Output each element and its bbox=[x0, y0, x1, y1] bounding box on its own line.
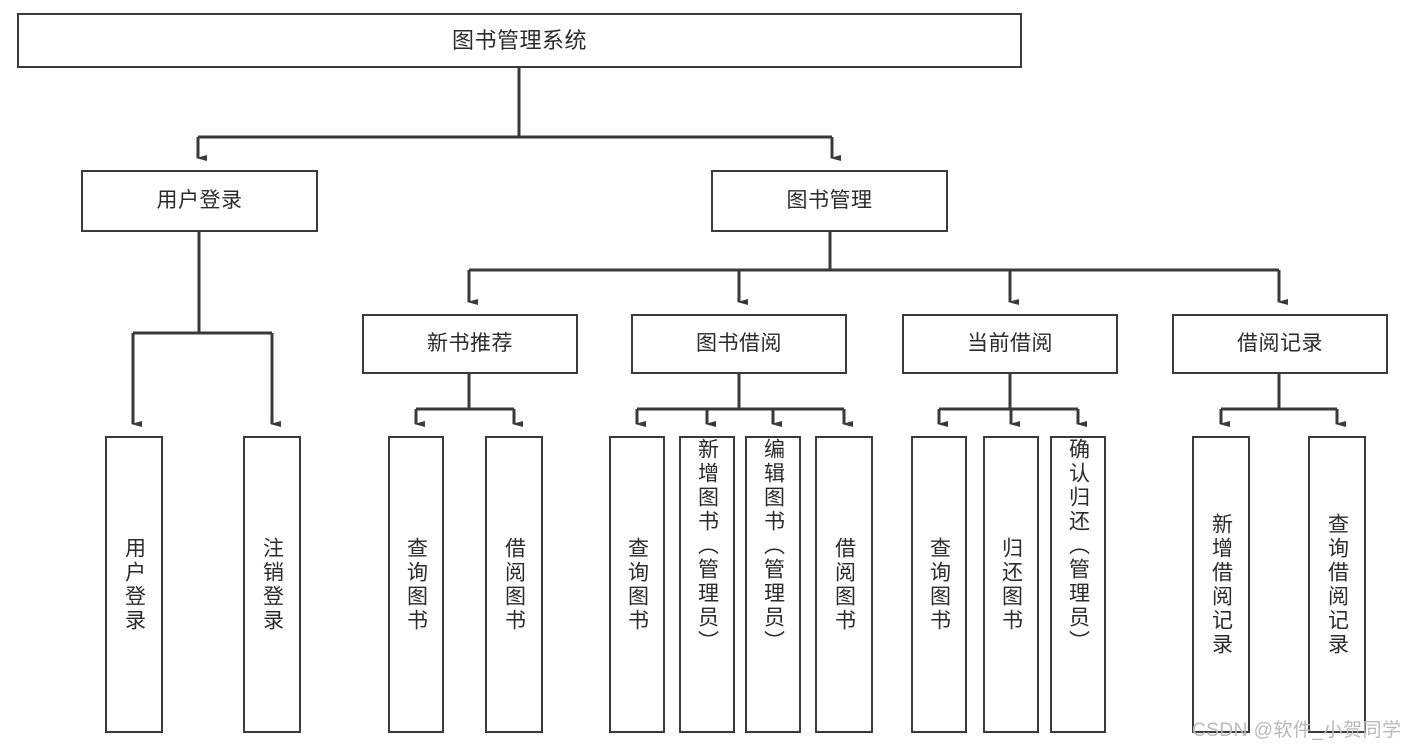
leaf-edit-book-admin-wrap: 编辑图书（管理员） bbox=[747, 438, 799, 731]
leaf-add-borrow-record-label: 新增借阅记录 bbox=[1209, 512, 1233, 657]
node-current-borrow-label: 当前借阅 bbox=[967, 331, 1053, 355]
node-new-book-recommend-label: 新书推荐 bbox=[427, 331, 513, 355]
csdn-watermark: CSDN @软件_小贺同学 bbox=[1192, 720, 1402, 741]
leaf-return-books-label: 归还图书 bbox=[999, 536, 1023, 633]
leaf-user-login-label: 用户登录 bbox=[122, 536, 146, 633]
node-book-management-label: 图书管理 bbox=[786, 188, 873, 212]
leaf-query-books-new-wrap: 查询图书 bbox=[390, 438, 442, 731]
node-current-borrow[interactable]: 当前借阅 bbox=[902, 314, 1118, 374]
node-borrow-records-label: 借阅记录 bbox=[1237, 331, 1323, 355]
node-user-login[interactable]: 用户登录 bbox=[81, 170, 318, 232]
leaf-borrow-books-new[interactable]: 借阅图书 bbox=[485, 436, 543, 733]
leaf-confirm-return-admin-label: 确认归还（管理员） bbox=[1066, 438, 1090, 654]
leaf-query-books-current-wrap: 查询图书 bbox=[913, 438, 965, 731]
leaf-user-login-wrap: 用户登录 bbox=[107, 438, 161, 731]
leaf-logout-label: 注销登录 bbox=[260, 536, 284, 633]
node-borrow-records[interactable]: 借阅记录 bbox=[1172, 314, 1388, 374]
node-book-borrow-label: 图书借阅 bbox=[696, 331, 782, 355]
node-root-label: 图书管理系统 bbox=[451, 27, 587, 53]
leaf-borrow-books-label: 借阅图书 bbox=[832, 536, 856, 633]
leaf-add-book-admin[interactable]: 新增图书（管理员） bbox=[679, 436, 735, 733]
leaf-query-borrow-record-wrap: 查询借阅记录 bbox=[1310, 438, 1364, 731]
leaf-return-books[interactable]: 归还图书 bbox=[983, 436, 1039, 733]
node-book-borrow[interactable]: 图书借阅 bbox=[631, 314, 847, 374]
leaf-borrow-books-new-wrap: 借阅图书 bbox=[487, 438, 541, 731]
leaf-query-books-current-label: 查询图书 bbox=[927, 536, 951, 633]
node-root[interactable]: 图书管理系统 bbox=[17, 13, 1022, 68]
leaf-edit-book-admin-label: 编辑图书（管理员） bbox=[761, 438, 785, 654]
leaf-add-borrow-record[interactable]: 新增借阅记录 bbox=[1192, 436, 1250, 733]
leaf-borrow-books-new-label: 借阅图书 bbox=[502, 536, 526, 633]
leaf-borrow-books-wrap: 借阅图书 bbox=[817, 438, 871, 731]
leaf-borrow-books[interactable]: 借阅图书 bbox=[815, 436, 873, 733]
leaf-logout-wrap: 注销登录 bbox=[245, 438, 299, 731]
leaf-query-books-borrow-label: 查询图书 bbox=[625, 536, 649, 633]
node-new-book-recommend[interactable]: 新书推荐 bbox=[362, 314, 578, 374]
leaf-query-books-new[interactable]: 查询图书 bbox=[388, 436, 444, 733]
leaf-query-books-borrow-wrap: 查询图书 bbox=[611, 438, 663, 731]
leaf-add-book-admin-wrap: 新增图书（管理员） bbox=[681, 438, 733, 731]
leaf-query-borrow-record-label: 查询借阅记录 bbox=[1325, 512, 1349, 657]
leaf-user-login[interactable]: 用户登录 bbox=[105, 436, 163, 733]
leaf-confirm-return-admin[interactable]: 确认归还（管理员） bbox=[1050, 436, 1106, 733]
leaf-edit-book-admin[interactable]: 编辑图书（管理员） bbox=[745, 436, 801, 733]
leaf-query-books-current[interactable]: 查询图书 bbox=[911, 436, 967, 733]
node-book-management[interactable]: 图书管理 bbox=[711, 170, 948, 232]
leaf-query-borrow-record[interactable]: 查询借阅记录 bbox=[1308, 436, 1366, 733]
leaf-logout[interactable]: 注销登录 bbox=[243, 436, 301, 733]
leaf-query-books-new-label: 查询图书 bbox=[404, 536, 428, 633]
leaf-return-books-wrap: 归还图书 bbox=[985, 438, 1037, 731]
leaf-add-book-admin-label: 新增图书（管理员） bbox=[695, 438, 719, 654]
node-user-login-label: 用户登录 bbox=[156, 188, 243, 212]
leaf-confirm-return-admin-wrap: 确认归还（管理员） bbox=[1052, 438, 1104, 731]
leaf-query-books-borrow[interactable]: 查询图书 bbox=[609, 436, 665, 733]
leaf-add-borrow-record-wrap: 新增借阅记录 bbox=[1194, 438, 1248, 731]
